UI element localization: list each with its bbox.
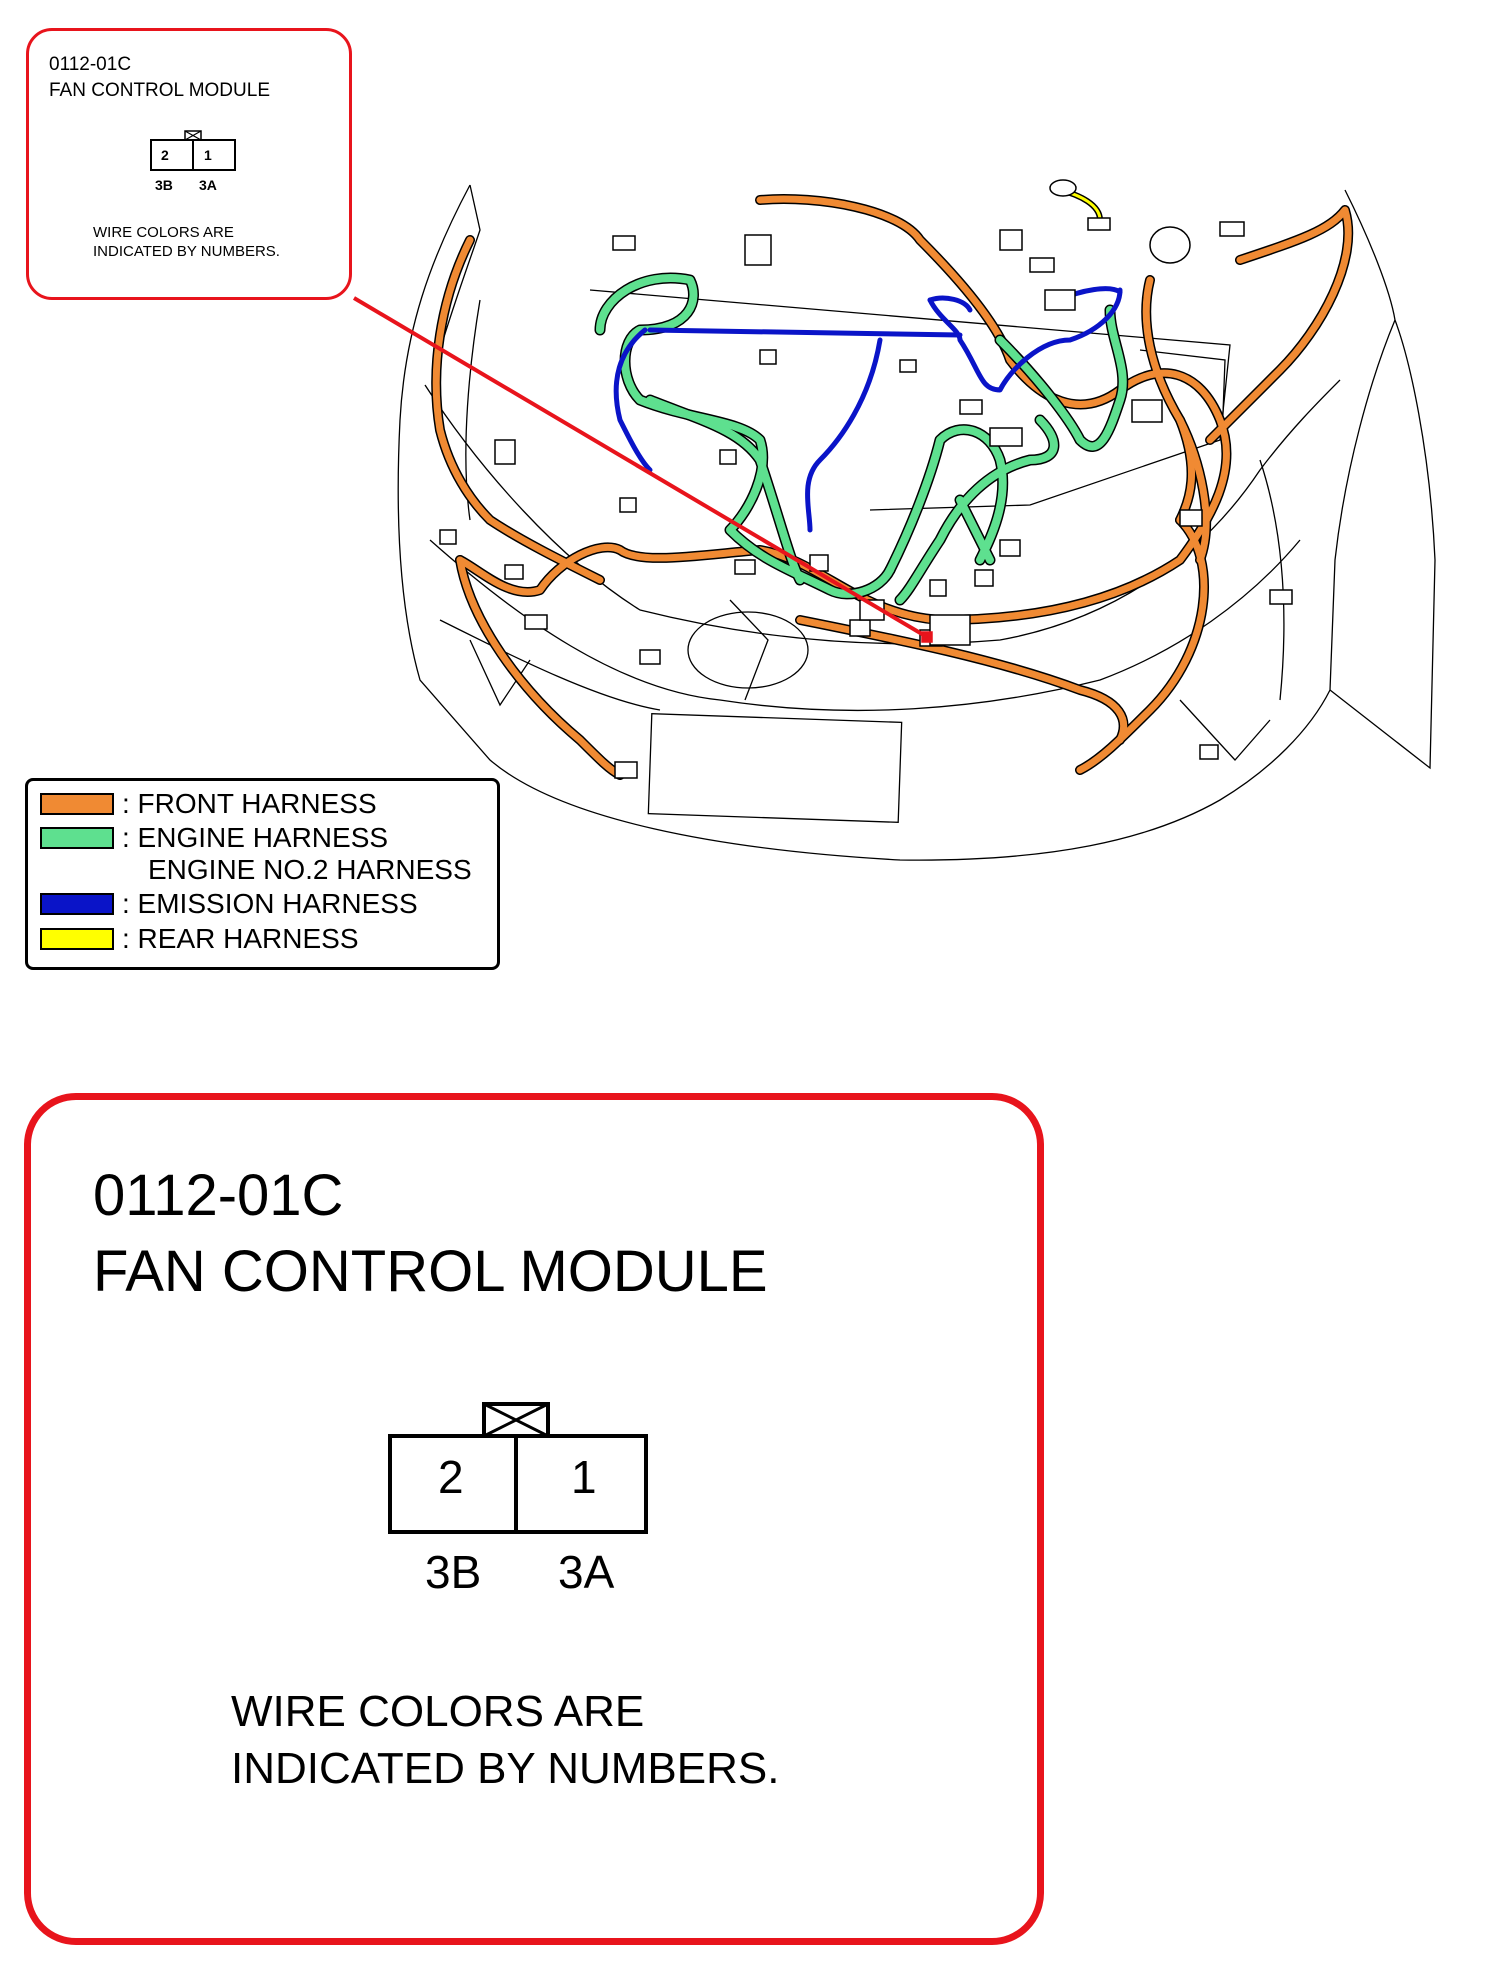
legend-swatch-emission (40, 893, 114, 915)
legend-item-engine-no2-harness: ENGINE NO.2 HARNESS (148, 854, 472, 885)
terminal-1-number-large: 1 (571, 1451, 597, 1503)
harness-legend: : FRONT HARNESS : ENGINE HARNESS ENGINE … (25, 778, 500, 970)
harness-connectors (439, 221, 1293, 779)
legend-item-rear-harness: : REAR HARNESS (40, 924, 359, 954)
connector-face-large (388, 1402, 648, 1534)
legend-swatch-rear (40, 928, 114, 950)
wire-color-note-small: WIRE COLORS ARE INDICATED BY NUMBERS. (93, 224, 280, 260)
terminal-2-wire-color-small: 3B (155, 177, 173, 193)
terminal-1-wire-color-large: 3A (558, 1546, 615, 1598)
leader-line (352, 296, 929, 639)
small-connector-callout: 0112-01C FAN CONTROL MODULE 2 1 3B 3A WI… (26, 28, 352, 300)
wire-color-note-large: WIRE COLORS ARE INDICATED BY NUMBERS. (231, 1687, 780, 1793)
legend-item-emission-harness: : EMISSION HARNESS (40, 889, 418, 919)
connector-face-small (150, 130, 236, 171)
terminal-1-number-small: 1 (204, 147, 212, 163)
emission-harness-wires (613, 286, 1123, 533)
connector-code-small: 0112-01C (49, 54, 132, 75)
terminal-2-number-large: 2 (438, 1451, 464, 1503)
connector-code-large: 0112-01C (93, 1163, 344, 1228)
terminal-1-wire-color-small: 3A (199, 177, 217, 193)
connector-name-small: FAN CONTROL MODULE (49, 80, 270, 101)
large-connector-callout: 0112-01C FAN CONTROL MODULE 2 1 3B 3A WI… (24, 1093, 1044, 1945)
rear-harness-wire (1049, 179, 1111, 231)
connector-name-large: FAN CONTROL MODULE (93, 1239, 768, 1304)
terminal-2-number-small: 2 (161, 147, 169, 163)
legend-item-engine-harness: : ENGINE HARNESS (40, 823, 388, 853)
legend-swatch-front (40, 793, 114, 815)
terminal-2-wire-color-large: 3B (425, 1546, 482, 1598)
legend-item-front-harness: : FRONT HARNESS (40, 789, 377, 819)
legend-swatch-engine (40, 827, 114, 849)
engine-harness-wires (594, 272, 1129, 606)
front-harness-wires (431, 194, 1354, 780)
